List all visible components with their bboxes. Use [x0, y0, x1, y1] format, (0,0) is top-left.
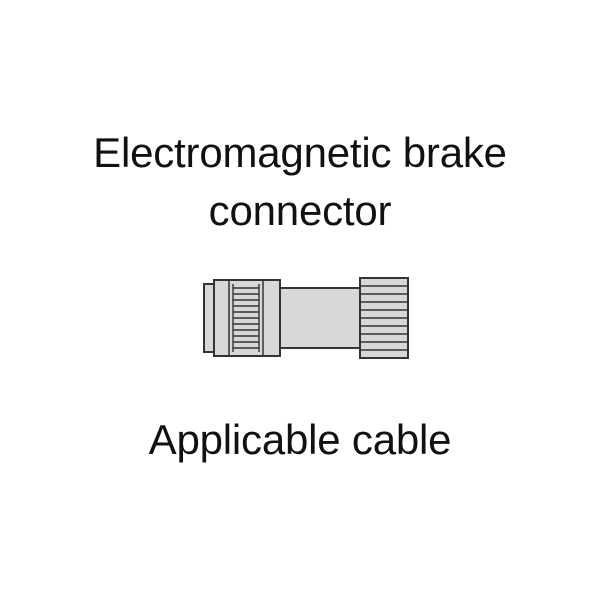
connector-title-line-2: connector — [208, 187, 392, 234]
connector-title: Electromagnetic brake connector — [0, 124, 600, 240]
applicable-cable-caption: Applicable cable — [148, 416, 452, 463]
connector-title-line-1: Electromagnetic brake — [93, 129, 507, 176]
connector-body — [279, 287, 361, 349]
connector-end-cap — [203, 283, 215, 353]
connector-left-nut-ridges — [233, 287, 259, 349]
cable-connector-icon — [203, 277, 409, 359]
connector-right-nut-ridges — [360, 285, 408, 351]
